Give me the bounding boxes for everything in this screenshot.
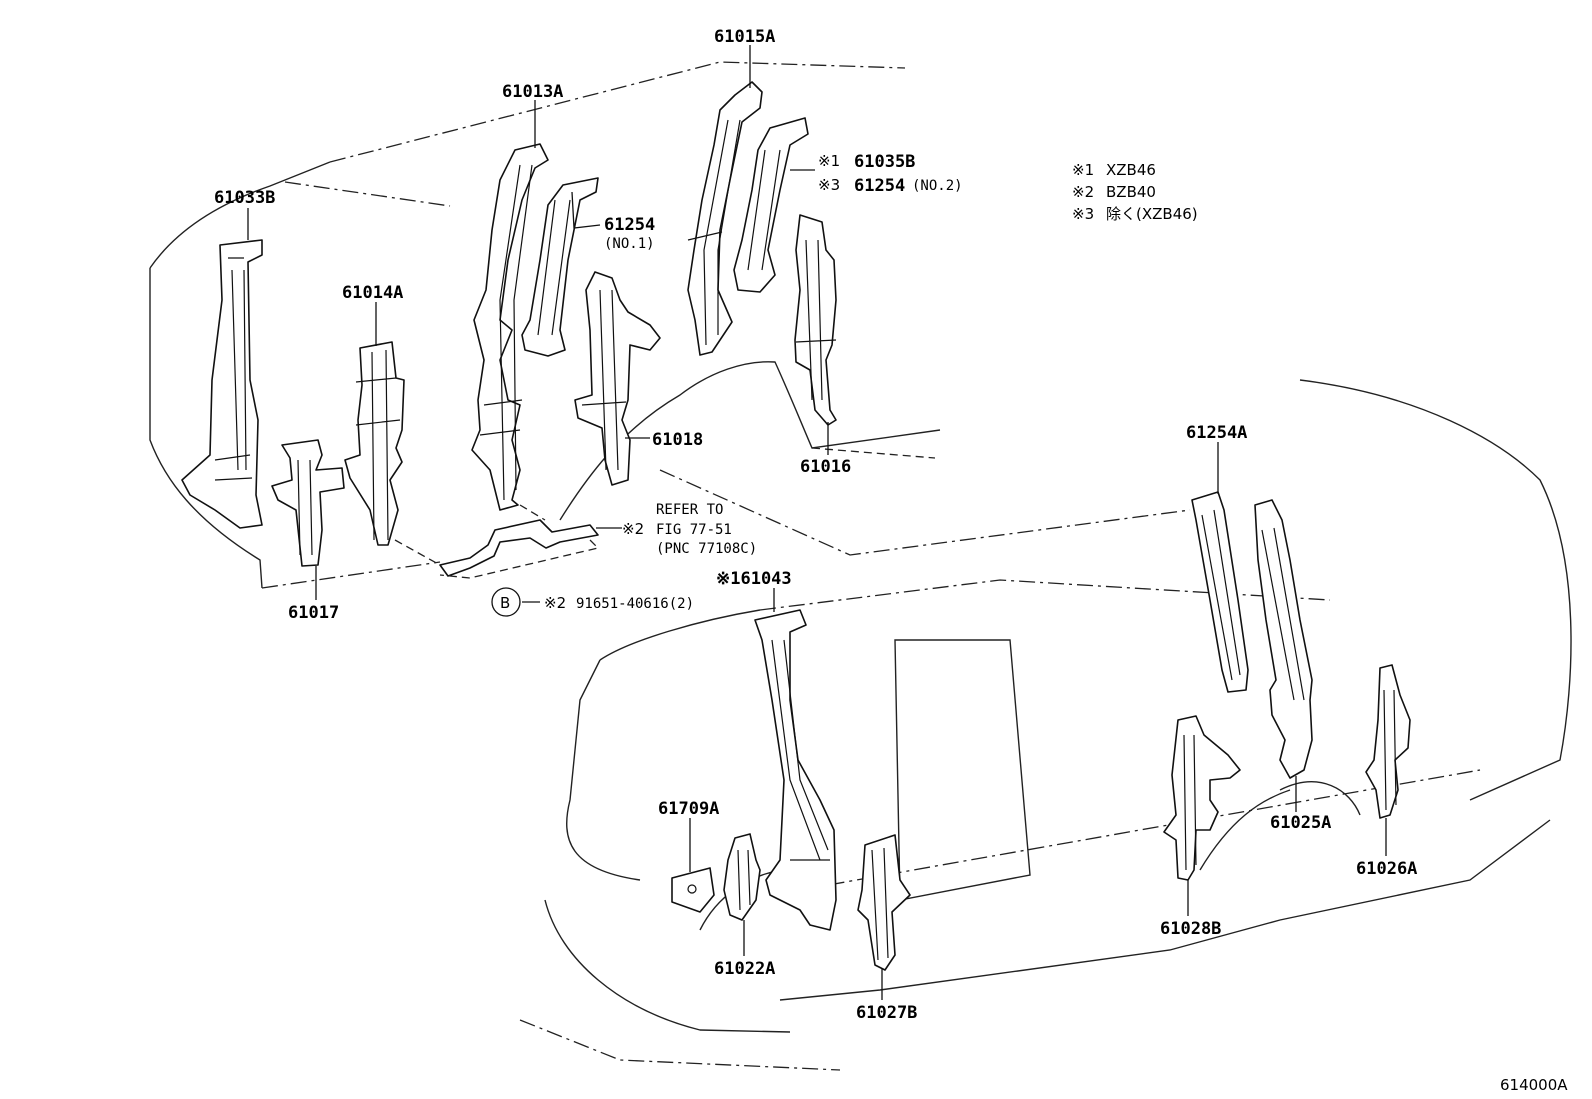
part-61015A[interactable]	[687, 81, 763, 356]
note-3-text: 除く(XZB46)	[1106, 205, 1198, 223]
label-61013A: 61013A	[502, 82, 563, 102]
part-61022A[interactable]	[723, 833, 761, 921]
bolt-circle-marker	[491, 587, 521, 617]
part-61013A[interactable]	[471, 143, 549, 511]
label-61043: ※161043	[716, 569, 792, 589]
part-61043[interactable]	[754, 609, 837, 931]
label-61028B: 61028B	[1160, 919, 1221, 939]
label-91651-40616: 91651-40616(2)	[576, 596, 694, 612]
label-61254-no2-sub: (NO.2)	[912, 178, 963, 194]
label-61022A: 61022A	[714, 959, 775, 979]
part-61017[interactable]	[271, 439, 345, 567]
note-3-mark: ※3	[1072, 205, 1094, 223]
part-61254A[interactable]	[1191, 491, 1249, 693]
label-61026A: 61026A	[1356, 859, 1417, 879]
label-61254-no1-sub: (NO.1)	[604, 236, 655, 252]
legend-notes: ※1 XZB46 ※2 BZB40 ※3 除く(XZB46)	[1072, 161, 1198, 223]
note-1-mark: ※1	[1072, 161, 1094, 179]
label-61017: 61017	[288, 603, 339, 623]
label-61254-no2-prefix: ※3	[818, 176, 840, 194]
note-2-mark: ※2	[1072, 183, 1094, 201]
upper-body-outline	[149, 61, 941, 589]
label-61025A: 61025A	[1270, 813, 1331, 833]
part-bracket-77108C[interactable]	[439, 519, 599, 577]
part-61027B[interactable]	[857, 834, 911, 971]
refer-prefix: ※2	[622, 520, 644, 538]
label-61033B: 61033B	[214, 188, 275, 208]
lower-body-outline	[519, 379, 1572, 1071]
part-61026A[interactable]	[1365, 664, 1411, 819]
part-61033B[interactable]	[181, 239, 263, 529]
note-2-text: BZB40	[1106, 183, 1156, 201]
bracket-dashed-guides	[394, 504, 600, 579]
label-61014A: 61014A	[342, 283, 403, 303]
refer-line-3: (PNC 77108C)	[656, 541, 757, 557]
part-labels: 61015A 61013A 61033B 61254 (NO.1) 61014A…	[214, 27, 1417, 1023]
label-61027B: 61027B	[856, 1003, 917, 1023]
part-61016[interactable]	[794, 214, 837, 426]
figure-id: 614000A	[1500, 1076, 1568, 1094]
label-61254-no1: 61254	[604, 215, 655, 235]
part-61709A[interactable]	[671, 867, 715, 913]
note-1-text: XZB46	[1106, 161, 1156, 179]
label-61035B: 61035B	[854, 152, 915, 172]
refer-line-1: REFER TO	[656, 502, 723, 518]
label-61016: 61016	[800, 457, 851, 477]
part-61014A[interactable]	[344, 341, 405, 546]
leader-lines	[247, 45, 1387, 1000]
bolt-circle-letter: B	[500, 594, 510, 612]
label-61018: 61018	[652, 430, 703, 450]
part-61254-no1[interactable]	[521, 177, 599, 357]
label-61254-no2: 61254	[854, 176, 905, 196]
part-61018[interactable]	[574, 271, 661, 486]
part-61028B[interactable]	[1163, 715, 1241, 881]
label-61035B-prefix: ※1	[818, 152, 840, 170]
label-61709A: 61709A	[658, 799, 719, 819]
part-61025A[interactable]	[1254, 499, 1313, 779]
refer-line-2: FIG 77-51	[656, 522, 732, 538]
part-61035B[interactable]	[733, 117, 809, 293]
label-61015A: 61015A	[714, 27, 775, 47]
bolt-prefix: ※2	[544, 594, 566, 612]
label-61254A: 61254A	[1186, 423, 1247, 443]
